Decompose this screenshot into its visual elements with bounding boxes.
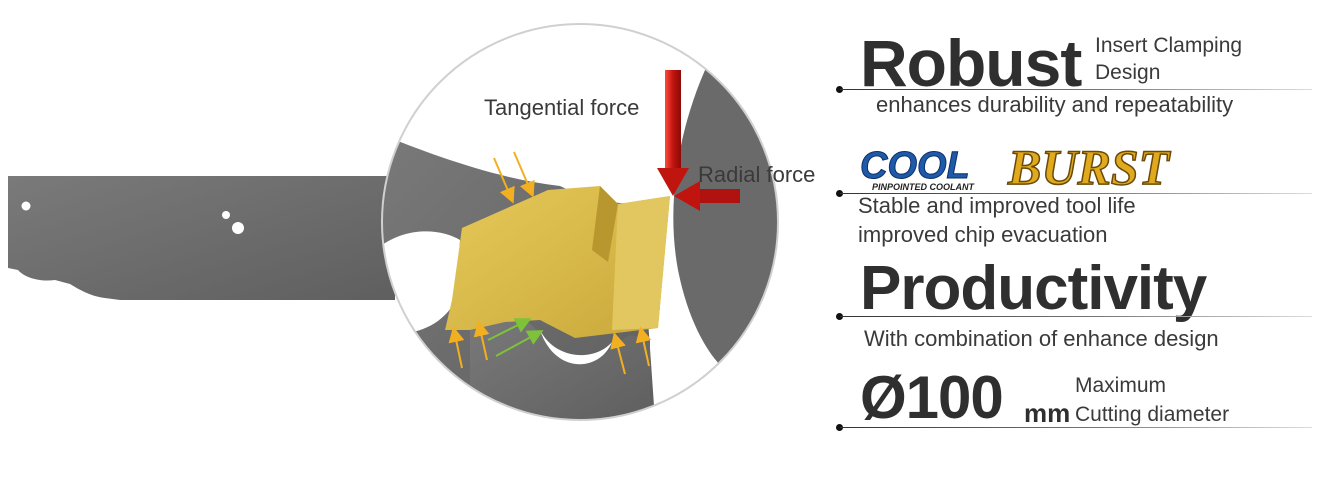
coolburst-logo: COOL BURST PINPOINTED COOLANT <box>860 144 1173 194</box>
coolburst-bullet <box>836 190 843 197</box>
robust-side-line2: Design <box>1095 61 1161 84</box>
zoom-circle-border <box>381 23 779 421</box>
blade-body <box>8 176 395 300</box>
coolburst-rule <box>840 193 1312 194</box>
productivity-desc: With combination of enhance design <box>864 326 1219 351</box>
tangential-force-arrow <box>657 70 689 196</box>
radial-force-arrow <box>674 181 740 211</box>
tangential-force-label: Tangential force <box>484 95 640 120</box>
holder-cutout <box>470 311 650 420</box>
coolburst-line1: Stable and improved tool life <box>858 193 1136 218</box>
diameter-unit: mm <box>1024 398 1071 428</box>
holder-groove <box>540 330 612 365</box>
green-coolant-arrows <box>487 318 544 357</box>
blade-hole <box>232 222 244 234</box>
blade-hole <box>21 201 31 211</box>
robust-title: Robust <box>860 26 1082 100</box>
coolburst-burst-text: BURST <box>1007 144 1172 194</box>
coolburst-cool-text: COOL <box>860 145 970 187</box>
tool-illustration <box>8 23 779 421</box>
robust-side-line1: Insert Clamping <box>1095 34 1243 57</box>
blade-hole <box>222 211 230 219</box>
diameter-rule <box>840 427 1312 428</box>
insert-facet <box>592 186 618 262</box>
diameter-bullet <box>836 424 843 431</box>
coolburst-tagline: PINPOINTED COOLANT <box>872 182 976 192</box>
robust-rule <box>840 89 1312 90</box>
robust-desc: enhances durability and repeatability <box>876 92 1234 117</box>
productivity-bullet <box>836 313 843 320</box>
coolburst-line2: improved chip evacuation <box>858 222 1108 247</box>
diameter-side-line2: Cutting diameter <box>1075 403 1230 426</box>
productivity-rule <box>840 316 1312 317</box>
robust-bullet <box>836 86 843 93</box>
productivity-title: Productivity <box>860 254 1207 323</box>
radial-force-label: Radial force <box>698 162 816 187</box>
diameter-value: Ø100 <box>860 364 1004 431</box>
diameter-side-line1: Maximum <box>1075 374 1167 397</box>
insert-facet <box>612 196 670 330</box>
yellow-clamping-arrows <box>448 151 652 375</box>
